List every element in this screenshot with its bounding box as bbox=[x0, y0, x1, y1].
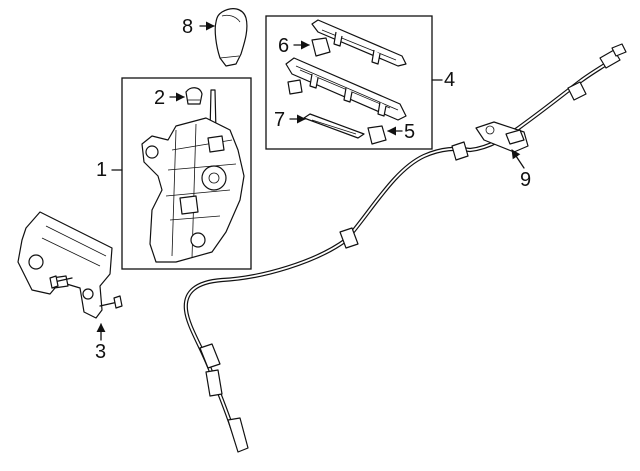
bracket-part-3 bbox=[17, 211, 113, 319]
callout-2: 2 bbox=[154, 87, 165, 109]
callout-4: 4 bbox=[444, 69, 455, 91]
shifter-assembly-part-1 bbox=[141, 89, 245, 263]
callout-5: 5 bbox=[404, 121, 415, 143]
cable-bracket-part-9 bbox=[475, 121, 529, 153]
bolt-b bbox=[99, 295, 123, 309]
callout-8: 8 bbox=[182, 16, 193, 38]
upper-trim-frame bbox=[311, 19, 407, 67]
callout-6: 6 bbox=[278, 35, 289, 57]
bolt-a bbox=[49, 275, 73, 289]
shifter-bezel bbox=[285, 57, 407, 121]
callout-9: 9 bbox=[520, 169, 531, 191]
bulb-part-2 bbox=[185, 87, 203, 105]
shift-knob-part-8 bbox=[214, 8, 248, 67]
callout-1: 1 bbox=[96, 159, 107, 181]
callout-3: 3 bbox=[95, 341, 106, 363]
trim-kit-box bbox=[265, 15, 433, 150]
clip-part-5 bbox=[367, 125, 387, 145]
callout-7: 7 bbox=[274, 109, 285, 131]
shifter-box bbox=[121, 77, 252, 270]
leader-9 bbox=[511, 149, 525, 169]
seal-strip-part-7 bbox=[303, 113, 365, 139]
shift-cable bbox=[183, 43, 627, 453]
clip-part-6 bbox=[311, 37, 331, 57]
